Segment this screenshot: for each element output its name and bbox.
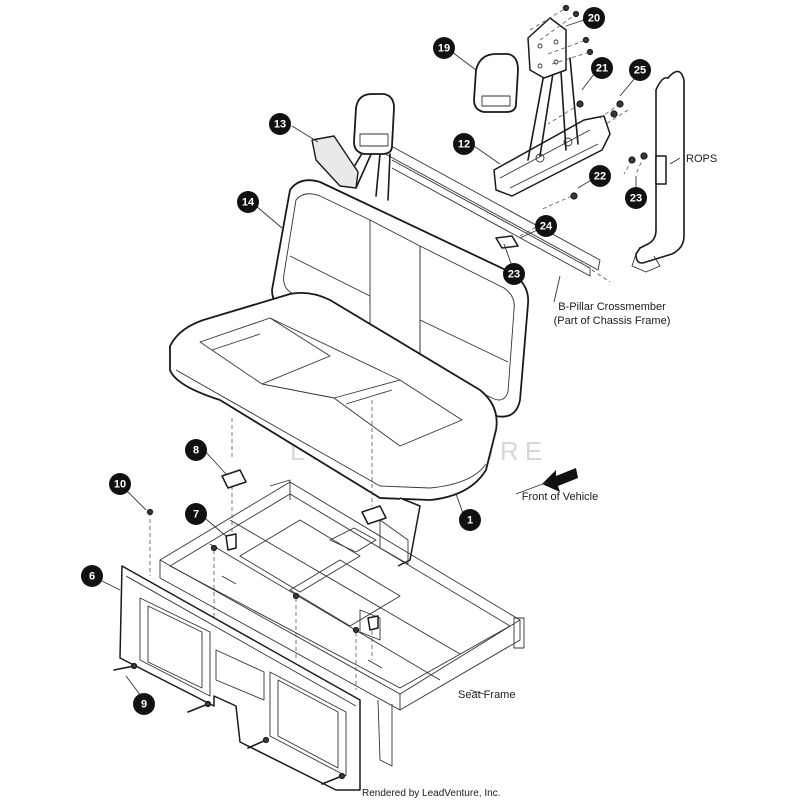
svg-text:13: 13: [274, 119, 286, 131]
callout-23: 23: [625, 187, 647, 209]
headrest-bracket: [493, 17, 611, 197]
callout-13: 13: [269, 113, 291, 135]
headrest-bolts: [529, 4, 594, 65]
svg-text:23: 23: [508, 269, 520, 281]
rear-headrest: [473, 53, 519, 113]
svg-text:25: 25: [634, 65, 646, 77]
svg-text:20: 20: [588, 13, 600, 25]
callout-1: 1: [459, 509, 481, 531]
rops-tube: [631, 70, 685, 273]
armrest-bracket: [311, 135, 359, 189]
svg-text:22: 22: [594, 171, 606, 183]
svg-text:19: 19: [438, 43, 450, 55]
front-arrow-icon: [542, 468, 578, 492]
svg-text:21: 21: [596, 63, 608, 75]
seat-frame: [159, 479, 525, 767]
frame-screws: [146, 508, 379, 634]
callout-10: 10: [109, 473, 131, 495]
small-fasteners: [495, 100, 648, 249]
svg-text:24: 24: [540, 221, 553, 233]
callout-12: 12: [453, 133, 475, 155]
svg-text:14: 14: [242, 197, 255, 209]
rops-label: ROPS: [686, 153, 717, 165]
svg-text:8: 8: [193, 445, 199, 457]
callout-22: 22: [589, 165, 611, 187]
callout-25: 25: [629, 59, 651, 81]
callout-badges: 1 6 7 8 9 10 12 13 14 19 20 21 22 23 23 24 25: [81, 7, 651, 715]
svg-text:23: 23: [630, 193, 642, 205]
seat-frame-label: Seat Frame: [458, 689, 515, 701]
leader-lines: [91, 19, 681, 701]
callout-9: 9: [133, 693, 155, 715]
svg-text:6: 6: [89, 571, 95, 583]
seat-bottom: [169, 291, 498, 567]
credit-text: Rendered by LeadVenture, Inc.: [362, 788, 500, 799]
b-pillar-sublabel: (Part of Chassis Frame): [554, 315, 671, 327]
callout-21: 21: [591, 57, 613, 79]
rear-panel: [119, 565, 361, 791]
svg-text:9: 9: [141, 699, 147, 711]
callout-6: 6: [81, 565, 103, 587]
panel-screws: [113, 662, 346, 785]
callout-7: 7: [185, 503, 207, 525]
svg-text:1: 1: [467, 515, 473, 527]
svg-text:12: 12: [458, 139, 470, 151]
rubber-pads: [221, 469, 387, 525]
front-of-vehicle-label: Front of Vehicle: [522, 491, 598, 503]
svg-text:7: 7: [193, 509, 199, 521]
callout-8: 8: [185, 439, 207, 461]
svg-text:10: 10: [114, 479, 126, 491]
callout-24: 24: [535, 215, 557, 237]
callout-23: 23: [503, 263, 525, 285]
fastener-guides: [149, 400, 373, 690]
callout-14: 14: [237, 191, 259, 213]
callout-20: 20: [583, 7, 605, 29]
b-pillar-label: B-Pillar Crossmember: [558, 301, 666, 313]
callout-19: 19: [433, 37, 455, 59]
